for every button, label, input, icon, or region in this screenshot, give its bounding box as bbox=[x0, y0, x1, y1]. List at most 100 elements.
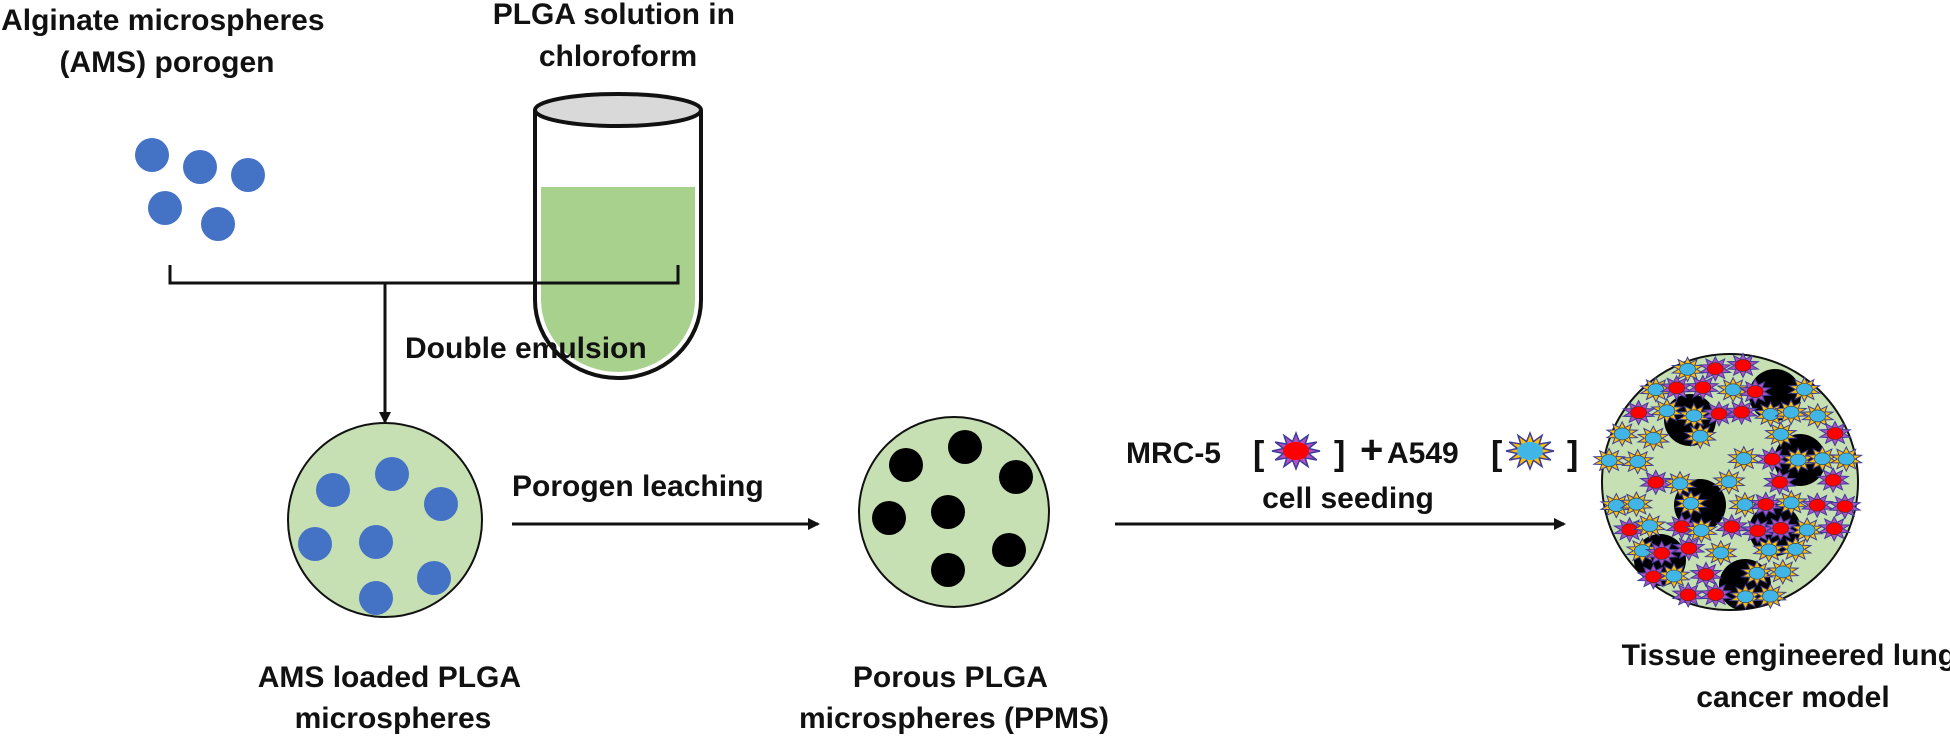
pore bbox=[948, 430, 982, 464]
mrc5-cell bbox=[1817, 515, 1852, 542]
a549-cell bbox=[1753, 582, 1788, 610]
plus-sign: + bbox=[1360, 428, 1383, 472]
a549-cell bbox=[1712, 468, 1746, 495]
a549-cell bbox=[1726, 445, 1761, 472]
alginate-bead bbox=[424, 487, 458, 521]
alginate-bead bbox=[375, 457, 409, 491]
pore bbox=[931, 553, 965, 587]
mrc5-cell bbox=[1698, 581, 1733, 608]
a549-cell bbox=[1728, 583, 1763, 610]
a549-cell bbox=[1670, 356, 1705, 383]
mrc5-cell bbox=[1762, 469, 1797, 496]
a549-cell bbox=[1632, 512, 1667, 539]
mrc5-cell bbox=[1671, 535, 1706, 562]
pore bbox=[931, 495, 965, 529]
a549-cell bbox=[1636, 425, 1671, 452]
ams-porogen-label: Alginate microspheres (AMS) porogen bbox=[1, 4, 333, 79]
a549-cell bbox=[1765, 558, 1800, 586]
mrc5-cell bbox=[1818, 420, 1852, 447]
mrc5-cell bbox=[1726, 352, 1760, 379]
alginate-bead bbox=[359, 525, 393, 559]
alginate-bead bbox=[201, 207, 235, 241]
a549-cell bbox=[1740, 560, 1774, 587]
final-model-label: Tissue engineered lung cancer model bbox=[1622, 639, 1950, 714]
a549-cell bbox=[1657, 562, 1691, 590]
pore bbox=[992, 533, 1026, 567]
a549-cell bbox=[1684, 517, 1719, 544]
alginate-bead bbox=[359, 581, 393, 615]
mrc5-cell bbox=[1698, 355, 1733, 382]
a549-cell bbox=[1829, 445, 1864, 473]
mrc5-cell bbox=[1800, 492, 1835, 519]
a549-label: A549 bbox=[1387, 437, 1459, 470]
alginate-bead bbox=[316, 473, 350, 507]
plga-solution-label: PLGA solution in chloroform bbox=[493, 0, 744, 73]
mrc5-cell bbox=[1689, 561, 1723, 588]
a549-cell bbox=[1663, 470, 1697, 497]
alginate-bead bbox=[148, 191, 182, 225]
alginate-bead bbox=[135, 138, 169, 172]
mrc5-cell bbox=[1738, 378, 1773, 405]
a549-cell bbox=[1619, 490, 1654, 518]
a549-cell bbox=[1599, 492, 1634, 519]
mrc5-cell bbox=[1659, 374, 1694, 402]
mrc5-cell bbox=[1748, 491, 1783, 518]
a549-cell bbox=[1605, 420, 1640, 448]
lung-cancer-model bbox=[1592, 352, 1864, 611]
pore bbox=[872, 501, 906, 535]
a549-cell bbox=[1649, 397, 1684, 424]
a549-cell bbox=[1620, 448, 1655, 475]
a549-cell bbox=[1774, 399, 1809, 426]
mrc5-cell bbox=[1636, 563, 1671, 590]
mrc5-cell bbox=[1644, 540, 1679, 567]
a549-cell bbox=[1778, 536, 1813, 563]
porous-microsphere bbox=[858, 416, 1050, 608]
mrc5-cell-icon bbox=[1271, 430, 1321, 472]
mrc5-label: MRC-5 bbox=[1126, 437, 1221, 470]
a549-cell bbox=[1673, 490, 1708, 517]
alginate-bead bbox=[417, 561, 451, 595]
a549-cell bbox=[1800, 402, 1835, 430]
a549-cell bbox=[1781, 446, 1816, 474]
mrc5-cell bbox=[1671, 581, 1706, 609]
ams-loaded-microsphere bbox=[287, 422, 483, 618]
alginate-beads bbox=[135, 138, 265, 241]
bracket-close: ] bbox=[1334, 435, 1345, 473]
a549-cell bbox=[1751, 536, 1786, 564]
a549-cell bbox=[1592, 447, 1627, 474]
merge-bracket bbox=[168, 265, 680, 285]
porogen-leaching-label: Porogen leaching bbox=[512, 470, 764, 503]
bracket-close: ] bbox=[1567, 435, 1578, 473]
bracket-open: [ bbox=[1253, 435, 1264, 473]
a549-cell bbox=[1805, 445, 1840, 472]
cell-seeding-legend: MRC-5 [ ] + A549 [ ] bbox=[1126, 428, 1578, 473]
pore bbox=[999, 460, 1033, 494]
double-emulsion-label: Double emulsion bbox=[405, 332, 647, 365]
ppms-label: Porous PLGA microspheres (PPMS) bbox=[799, 661, 1109, 735]
a549-cell bbox=[1703, 539, 1738, 567]
alginate-bead bbox=[183, 150, 217, 184]
alginate-bead bbox=[298, 527, 332, 561]
a549-cell bbox=[1683, 423, 1718, 450]
alginate-bead bbox=[231, 158, 265, 192]
mrc5-cell bbox=[1714, 513, 1749, 540]
mrc5-cell bbox=[1816, 466, 1851, 494]
a549-cell bbox=[1787, 376, 1822, 403]
mrc5-cell bbox=[1638, 469, 1673, 496]
pore bbox=[889, 448, 923, 482]
a549-cell bbox=[1774, 489, 1809, 516]
mrc5-cell bbox=[1724, 398, 1759, 426]
a549-cell bbox=[1763, 421, 1798, 448]
cell-seeding-label: cell seeding bbox=[1262, 482, 1434, 515]
mrc5-cell bbox=[1755, 446, 1790, 473]
ams-loaded-label: AMS loaded PLGA microspheres bbox=[258, 661, 529, 735]
mrc5-cell bbox=[1763, 515, 1798, 542]
a549-cell bbox=[1790, 516, 1825, 544]
mrc5-cell bbox=[1685, 374, 1720, 401]
a549-cell-icon bbox=[1505, 430, 1555, 472]
mrc5-cell bbox=[1621, 399, 1656, 426]
bracket-open: [ bbox=[1491, 435, 1502, 473]
mrc5-cell bbox=[1827, 493, 1862, 520]
test-tube-icon bbox=[533, 92, 703, 380]
